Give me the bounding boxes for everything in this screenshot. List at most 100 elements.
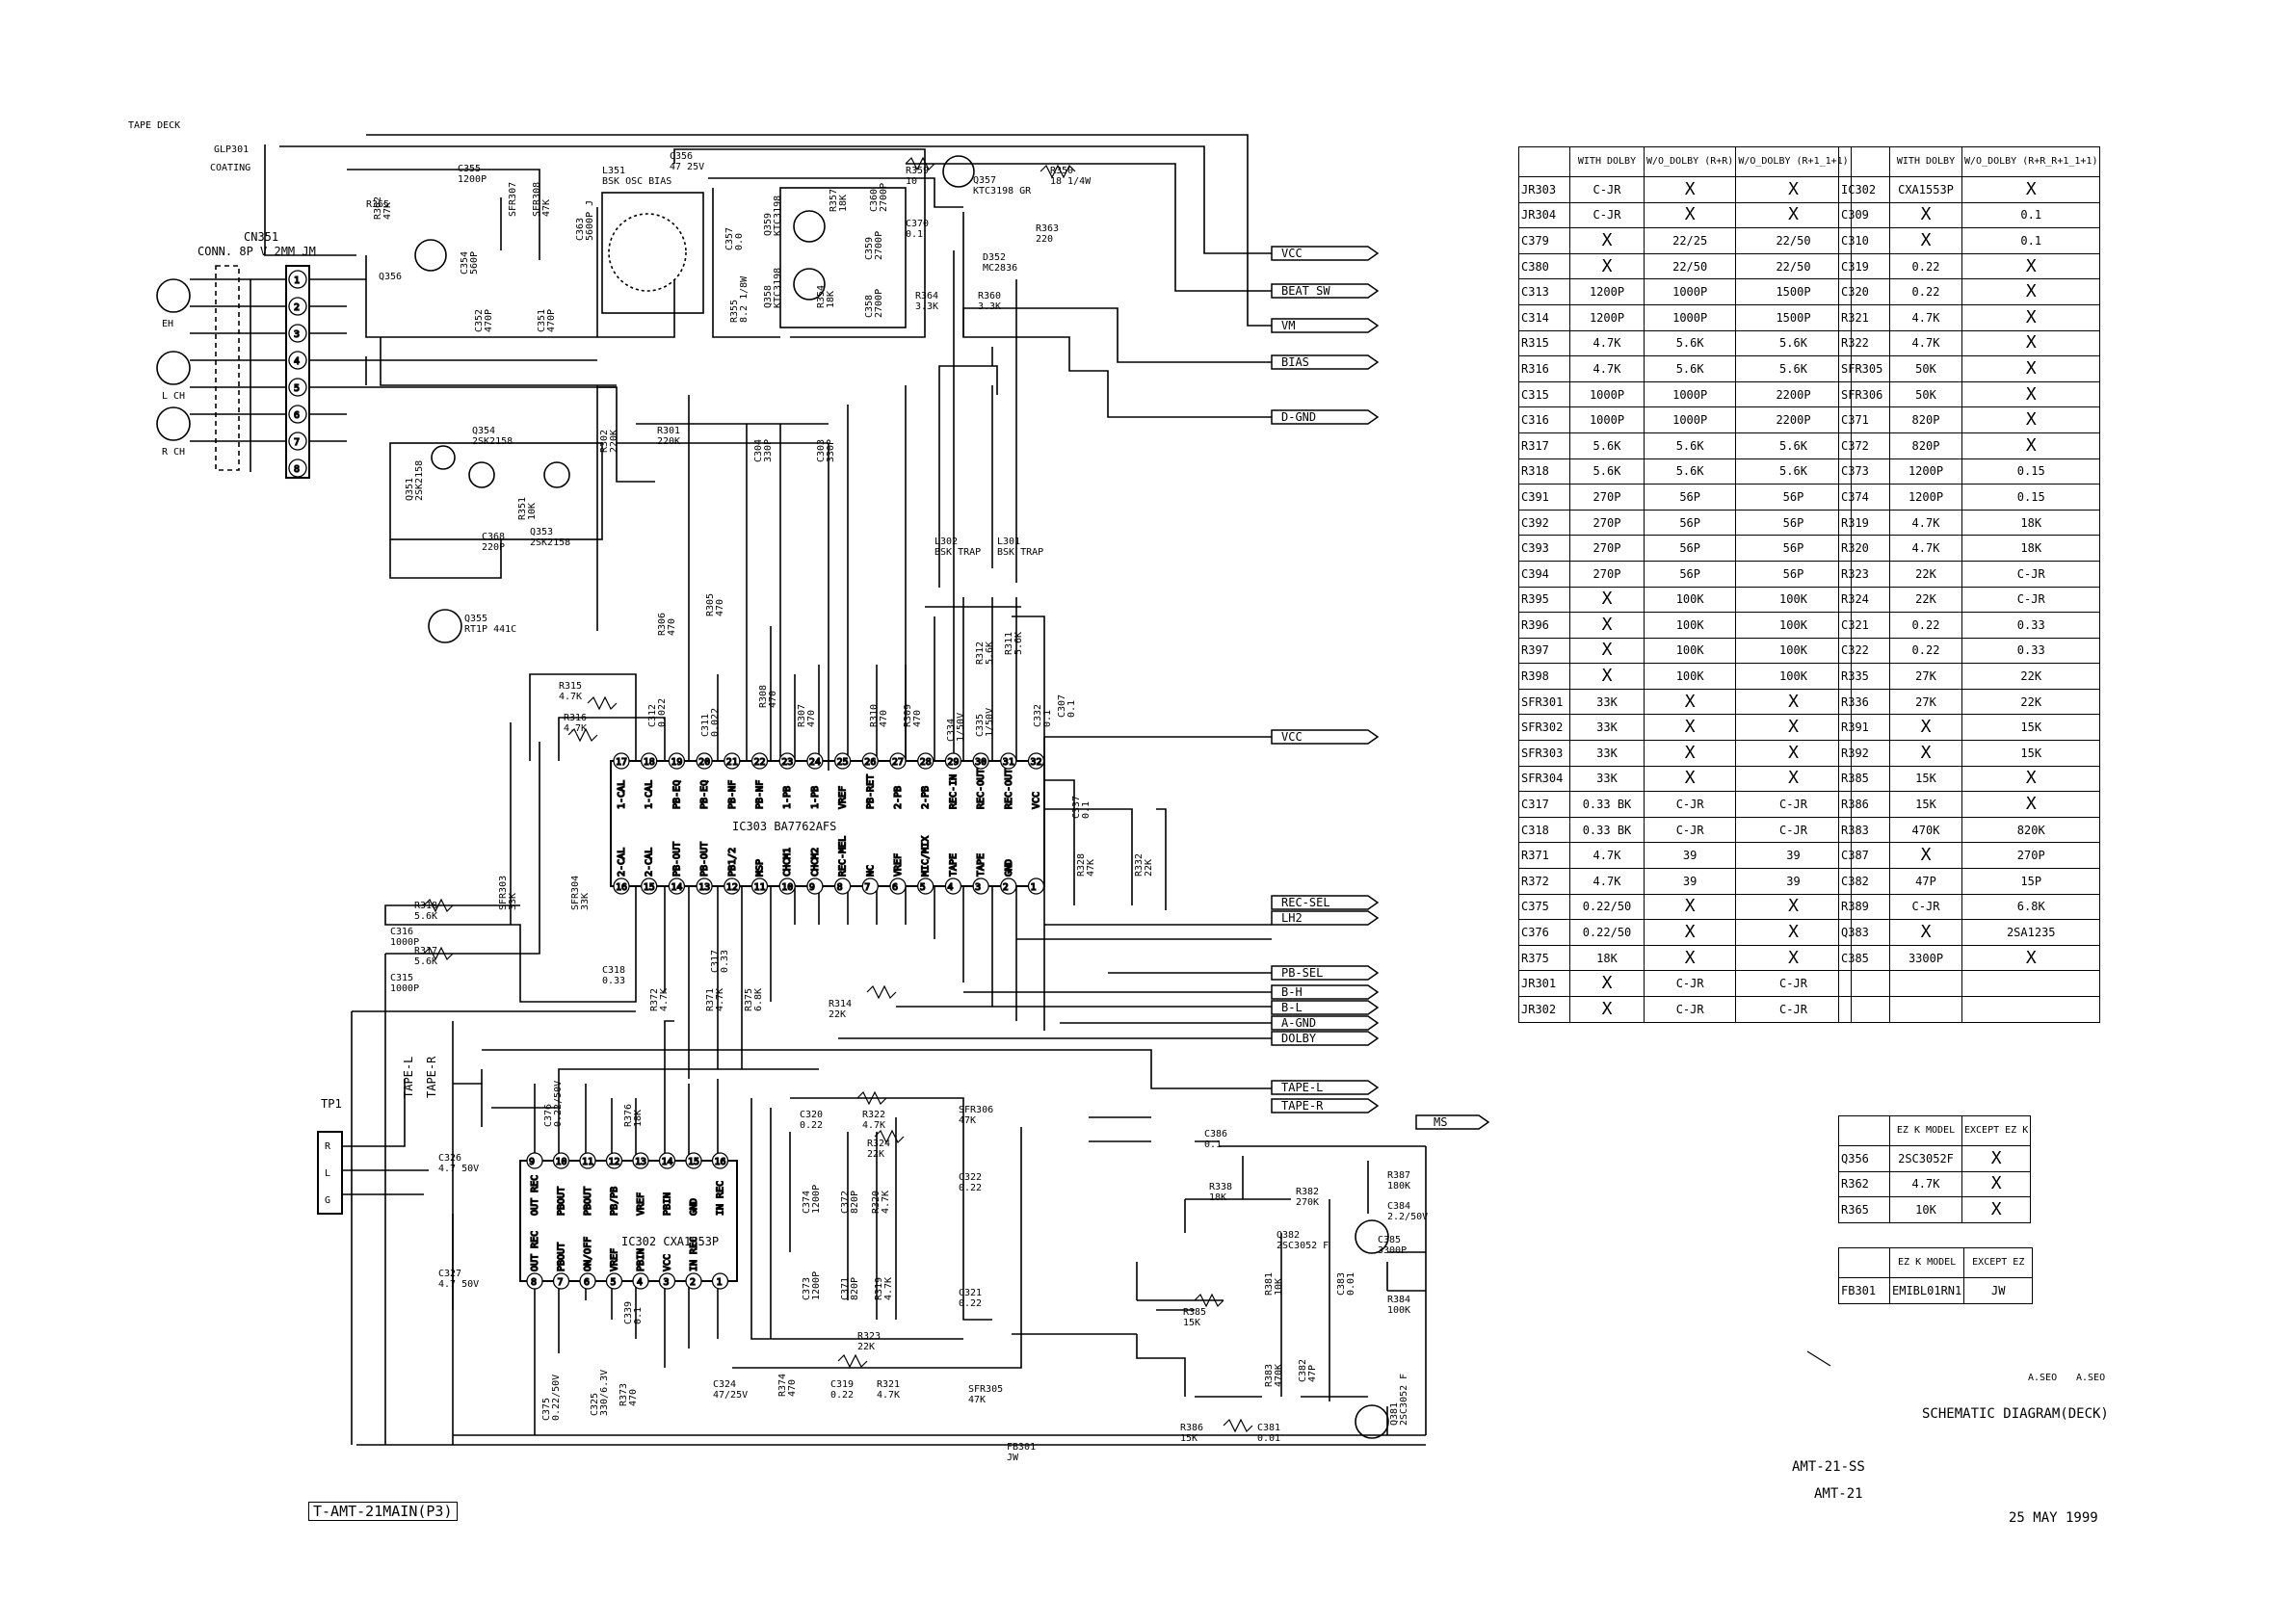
part-value-cell: X — [1889, 201, 1962, 229]
component-ref: R322 — [862, 1110, 885, 1120]
ic302-pin — [658, 1272, 676, 1290]
glp-label: GLP301 — [214, 144, 249, 155]
ic303-pin-number: 22 — [754, 757, 766, 768]
part-ref-cell: R375 — [1518, 944, 1570, 972]
component-ref: R350 — [1050, 166, 1073, 176]
component-ref: R374 — [777, 1374, 788, 1397]
ic302-pin-number: 2 — [690, 1277, 696, 1288]
component-ref: L302 — [934, 537, 958, 547]
part-value-cell: 820K — [1961, 816, 2101, 844]
signal-label: DOLBY — [1281, 1032, 1317, 1045]
component-ref: R355 — [729, 300, 740, 323]
component-value: 470 — [715, 599, 725, 616]
signature-1: A.SEO — [2028, 1373, 2058, 1383]
ic303-pin — [641, 752, 658, 770]
component-value: 100K — [1387, 1305, 1410, 1316]
ic303-pin-func: PB-OUT — [671, 842, 682, 877]
ic303-pin — [972, 752, 989, 770]
ic302-pin-number: 12 — [609, 1157, 620, 1167]
part-value-cell: X — [1961, 1170, 2032, 1198]
part-ref-cell: R386 — [1838, 791, 1890, 818]
part-value-cell: 0.15 — [1961, 458, 2101, 485]
component-ref: R351 — [517, 497, 528, 520]
component-value: 4.7K — [564, 723, 587, 734]
ic303-pin-func: REC-MEL — [838, 836, 849, 877]
ic302-pin-number: 4 — [637, 1277, 643, 1288]
signal-label: VCC — [1281, 247, 1303, 260]
component-value: 10K — [527, 503, 538, 520]
component-ref: R365 — [366, 199, 389, 210]
part-value-cell: 0.33 BK — [1569, 791, 1645, 818]
part-value-cell: 22K — [1889, 560, 1962, 588]
part-value-cell: 39 — [1735, 868, 1852, 895]
part-ref-cell: R385 — [1838, 765, 1890, 793]
part-ref-cell: C318 — [1518, 816, 1570, 844]
part-ref-cell: R362 — [1838, 1170, 1890, 1198]
component-ref: R306 — [657, 613, 668, 636]
ic302-pin-func: PBIN — [663, 1192, 673, 1216]
drawing-title: SCHEMATIC DIAGRAM(DECK) — [1922, 1406, 2109, 1422]
signature-stroke — [1806, 1350, 1831, 1367]
ic303-pin-func: 1-PB — [810, 786, 821, 809]
component-ref: C372 — [840, 1191, 851, 1214]
part-value-cell: X — [1643, 714, 1737, 742]
component-ref: R314 — [829, 999, 852, 1009]
column-header: EXCEPT EZ — [1963, 1247, 2034, 1278]
tp1-block — [317, 1131, 343, 1215]
part-ref-cell: R391 — [1838, 714, 1890, 742]
part-value-cell: 4.7K — [1569, 329, 1645, 357]
part-value-cell: 100K — [1735, 663, 1852, 690]
component-value: 33K — [580, 893, 591, 910]
component-value: 0.1 — [1042, 710, 1053, 727]
part-value-cell: 5.6K — [1735, 329, 1852, 357]
ic302-pin-number: 16 — [715, 1157, 726, 1167]
ic303-pin-number: 24 — [809, 757, 821, 768]
fet-q354 — [468, 461, 495, 488]
component-value: 470K — [1274, 1364, 1284, 1387]
column-header: W/O_DOLBY (R+R_R+1_1+1) — [1961, 146, 2101, 177]
component-ref: C358 — [864, 295, 875, 318]
part-value-cell: X — [1961, 432, 2101, 459]
part-value-cell: 56P — [1643, 535, 1737, 562]
part-value-cell: 4.7K — [1889, 1170, 1962, 1198]
ic303-pin-func: PB1/2 — [727, 848, 738, 877]
component-value: 10K — [1274, 1278, 1284, 1296]
ic302-pin-number: 11 — [582, 1157, 593, 1167]
part-value-cell: X — [1889, 842, 1962, 870]
part-value-cell: 0.22 — [1889, 637, 1962, 665]
ic303-pin — [806, 877, 824, 895]
component-value: 0.022 — [657, 698, 668, 727]
ic303-pin-number: 7 — [864, 882, 870, 893]
part-value-cell: 270P — [1569, 509, 1645, 537]
ic302-pin-func: IN REC — [689, 1237, 699, 1271]
ic303-pin-func: VREF — [838, 786, 849, 809]
part-value-cell: 1200P — [1889, 484, 1962, 511]
ic302-pin — [632, 1152, 649, 1169]
component-ref: Q356 — [379, 272, 402, 282]
component-ref: R381 — [1264, 1272, 1275, 1296]
ic302-pin — [685, 1152, 702, 1169]
part-value-cell: 15K — [1961, 740, 2101, 767]
part-value-cell: 33K — [1569, 688, 1645, 716]
component-value: 0.22 — [959, 1298, 982, 1309]
component-value: 1200P — [458, 174, 487, 185]
cn351-pin-number: 7 — [294, 437, 300, 448]
frame-tag: T-AMT-21MAIN(P3) — [308, 1502, 458, 1521]
ic302-pin-number: 13 — [635, 1157, 646, 1167]
component-value: 470 — [628, 1389, 639, 1406]
part-ref-cell: C317 — [1518, 791, 1570, 818]
cn351-pin-number: 6 — [294, 410, 300, 421]
component-ref: C318 — [602, 965, 625, 976]
component-value: BSK OSC BIAS — [602, 176, 671, 187]
component-value: 4.7K — [883, 1277, 894, 1300]
part-value-cell: X — [1889, 740, 1962, 767]
